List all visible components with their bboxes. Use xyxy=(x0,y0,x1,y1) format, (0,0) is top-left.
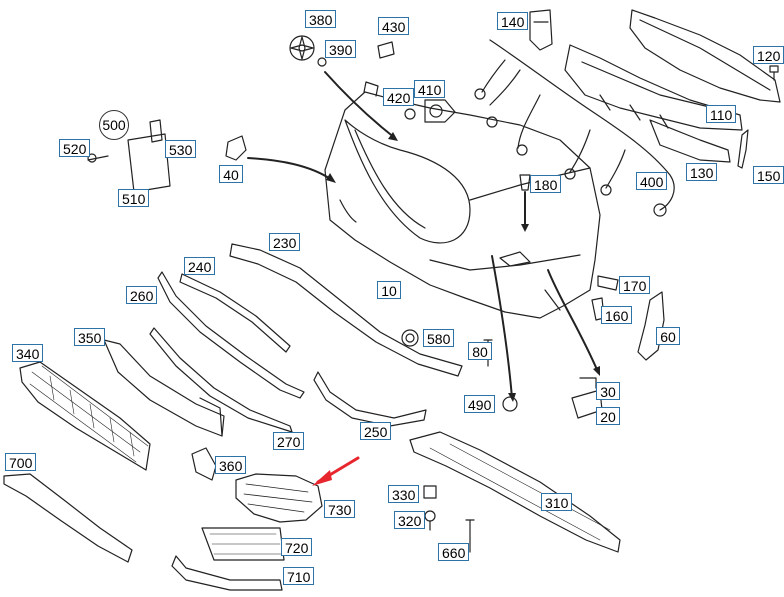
label-230: 230 xyxy=(269,233,301,251)
label-60: 60 xyxy=(656,327,680,345)
label-140: 140 xyxy=(497,12,529,30)
label-410: 410 xyxy=(414,80,446,98)
label-390: 390 xyxy=(325,40,357,58)
leader-lines xyxy=(247,71,599,399)
part-150-strip xyxy=(737,129,749,169)
label-150: 150 xyxy=(753,166,784,184)
part-400-wiring-harness xyxy=(474,39,675,217)
part-520-screw xyxy=(87,153,109,163)
label-580: 580 xyxy=(423,329,455,347)
label-170: 170 xyxy=(619,276,651,294)
part-130-bracket xyxy=(649,119,731,163)
label-250: 250 xyxy=(360,422,392,440)
part-410-sensor xyxy=(424,99,456,123)
part-710-strip xyxy=(171,555,283,591)
label-520: 520 xyxy=(59,139,91,157)
label-270: 270 xyxy=(273,432,305,450)
label-330: 330 xyxy=(388,485,420,503)
part-180-clip xyxy=(519,174,531,191)
part-250-trim xyxy=(313,371,427,427)
label-380: 380 xyxy=(305,10,337,28)
label-310: 310 xyxy=(541,493,573,511)
label-730: 730 xyxy=(324,500,356,518)
label-710: 710 xyxy=(283,567,315,585)
label-700: 700 xyxy=(5,453,37,471)
label-320: 320 xyxy=(394,511,426,529)
part-30-clip xyxy=(579,377,597,389)
part-60-side-bracket xyxy=(637,291,665,361)
part-380-emblem xyxy=(289,35,315,61)
part-390-clip xyxy=(317,57,327,67)
part-510-plate xyxy=(127,133,171,193)
part-490-sensor-holder xyxy=(502,396,518,412)
label-20: 20 xyxy=(596,407,620,425)
label-340: 340 xyxy=(12,344,44,362)
label-350: 350 xyxy=(74,328,106,346)
part-720-mesh xyxy=(201,527,285,561)
label-10: 10 xyxy=(377,281,401,299)
part-350-bracket xyxy=(103,339,225,437)
label-260: 260 xyxy=(126,286,158,304)
label-490: 490 xyxy=(464,395,496,413)
label-40: 40 xyxy=(219,165,243,183)
label-120: 120 xyxy=(753,46,784,64)
part-330-clip xyxy=(423,485,437,499)
part-580-ring xyxy=(401,329,419,347)
label-360: 360 xyxy=(215,456,247,474)
arrow-heads xyxy=(326,132,600,402)
label-660: 660 xyxy=(438,543,470,561)
part-320-screw xyxy=(424,510,436,531)
part-660-bolt xyxy=(465,519,475,553)
part-310-undertray xyxy=(409,431,621,553)
part-upper-absorber xyxy=(629,9,781,103)
label-30: 30 xyxy=(596,382,620,400)
label-180: 180 xyxy=(530,175,562,193)
part-360-grille xyxy=(191,447,217,481)
label-720: 720 xyxy=(281,538,313,556)
part-430-clip xyxy=(377,41,395,59)
label-400: 400 xyxy=(636,172,668,190)
label-500: 500 xyxy=(99,110,129,140)
part-140-bracket xyxy=(529,9,553,51)
label-240: 240 xyxy=(184,257,216,275)
part-530-bracket xyxy=(149,119,163,143)
label-160: 160 xyxy=(601,306,633,324)
label-130: 130 xyxy=(686,163,718,181)
part-700-skirt xyxy=(3,473,133,563)
part-10-bumper-cover xyxy=(324,81,601,319)
label-80: 80 xyxy=(468,342,492,360)
part-40-cover xyxy=(225,135,247,161)
part-730-fog-grille xyxy=(235,473,323,523)
highlight-arrow-head xyxy=(312,470,332,486)
label-530: 530 xyxy=(165,140,197,158)
label-110: 110 xyxy=(706,105,737,123)
label-510: 510 xyxy=(118,189,150,207)
part-420-nut xyxy=(404,108,416,120)
part-260-trim xyxy=(157,271,305,399)
part-230-spoiler xyxy=(229,243,463,377)
part-170-clip xyxy=(597,275,619,291)
part-240-trim xyxy=(179,273,291,353)
label-420: 420 xyxy=(383,88,415,106)
part-340-grille xyxy=(19,361,151,471)
label-430: 430 xyxy=(378,17,410,35)
